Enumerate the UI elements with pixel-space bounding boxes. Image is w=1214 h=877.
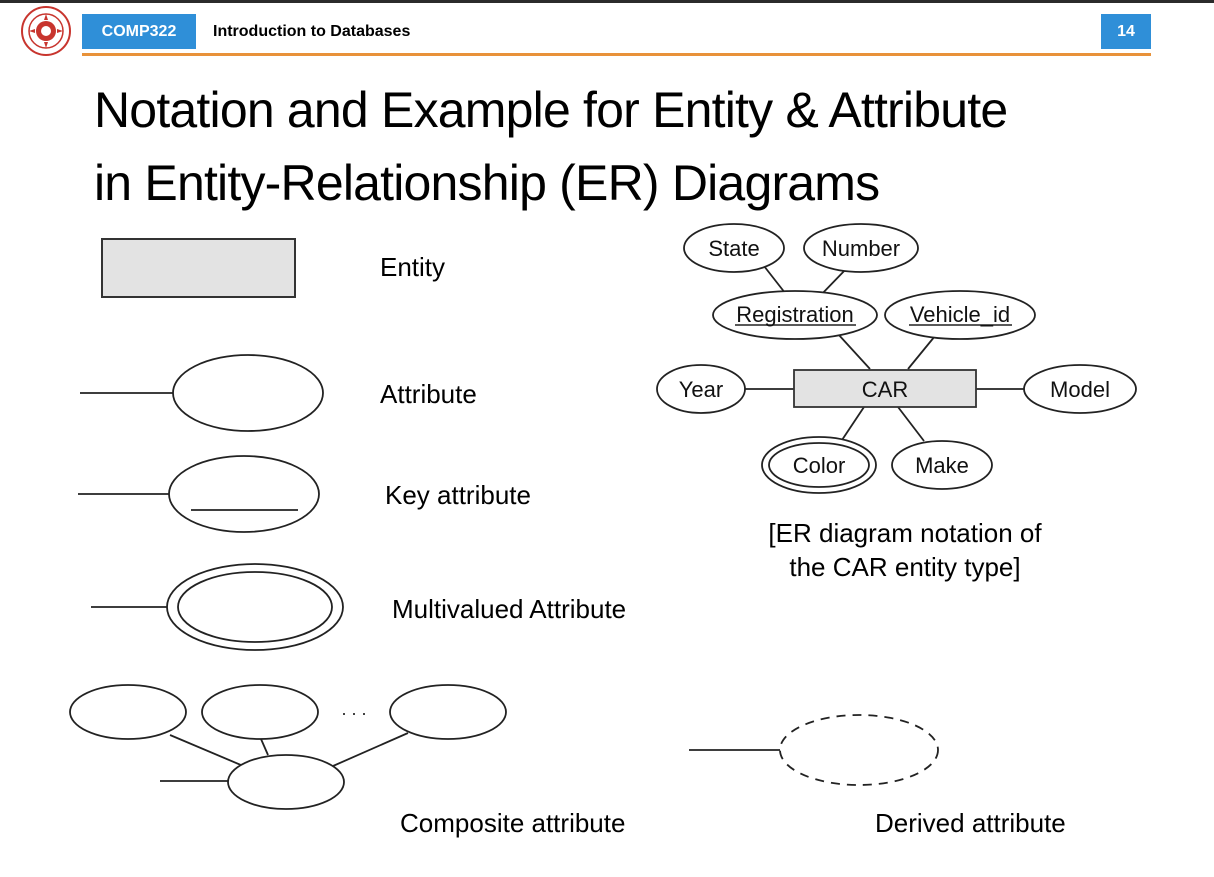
header-divider [82,53,1151,56]
top-border [0,0,1214,3]
composite-parent [227,754,345,810]
composite-component-1 [69,684,187,740]
registration-label: Registration [736,302,853,327]
make-attribute [891,440,993,490]
composite-link-1 [169,734,249,769]
slide-title-line-2: in Entity-Relationship (ER) Diagrams [94,155,880,211]
entity-label: Entity [380,252,446,282]
caption-line-2: the CAR entity type] [789,552,1021,582]
entity-symbol [101,238,296,298]
caption-line-1: [ER diagram notation of [768,518,1042,548]
number-label: Number [822,236,900,261]
car-entity-box [793,369,977,408]
key-attribute-label: Key attribute [385,480,531,510]
composite-link-3 [332,732,409,767]
derived-attribute-label: Derived attribute [875,808,1066,838]
derived-symbol [779,714,939,786]
slide-title-line-1: Notation and Example for Entity & Attrib… [94,82,1008,138]
key-attribute-symbol [168,455,320,533]
composite-link-2 [260,738,269,756]
composite-attribute-label: Composite attribute [400,808,626,838]
make-label: Make [915,453,969,478]
model-attribute [1023,364,1137,414]
vehicle-id-attribute [884,290,1036,340]
vehicle-id-label: Vehicle_id [910,302,1010,327]
car-diagram-caption: [ER diagram notation of the CAR entity t… [700,516,1110,584]
multivalued-attribute-label: Multivalued Attribute [392,594,627,624]
composite-component-3 [389,684,507,740]
car-entity-label: CAR [862,377,908,402]
page-number-badge: 14 [1101,14,1151,49]
composite-ellipsis: . . . [341,699,366,719]
color-attribute-inner [768,442,870,488]
composite-component-2 [201,684,319,740]
university-seal-icon [21,6,71,56]
year-attribute [656,364,746,414]
year-label: Year [679,377,723,402]
slide-title: Notation and Example for Entity & Attrib… [94,74,1194,220]
model-label: Model [1050,377,1110,402]
color-label: Color [793,453,846,478]
state-attribute [683,223,785,273]
registration-attribute [712,290,878,340]
course-title: Introduction to Databases [213,22,411,40]
attribute-label: Attribute [380,379,477,409]
multivalued-symbol-inner [177,571,333,643]
course-code-badge: COMP322 [82,14,196,49]
state-label: State [708,236,759,261]
attribute-symbol [172,354,324,432]
color-attribute-outer [761,436,877,494]
number-attribute [803,223,919,273]
multivalued-symbol-outer [166,563,344,651]
